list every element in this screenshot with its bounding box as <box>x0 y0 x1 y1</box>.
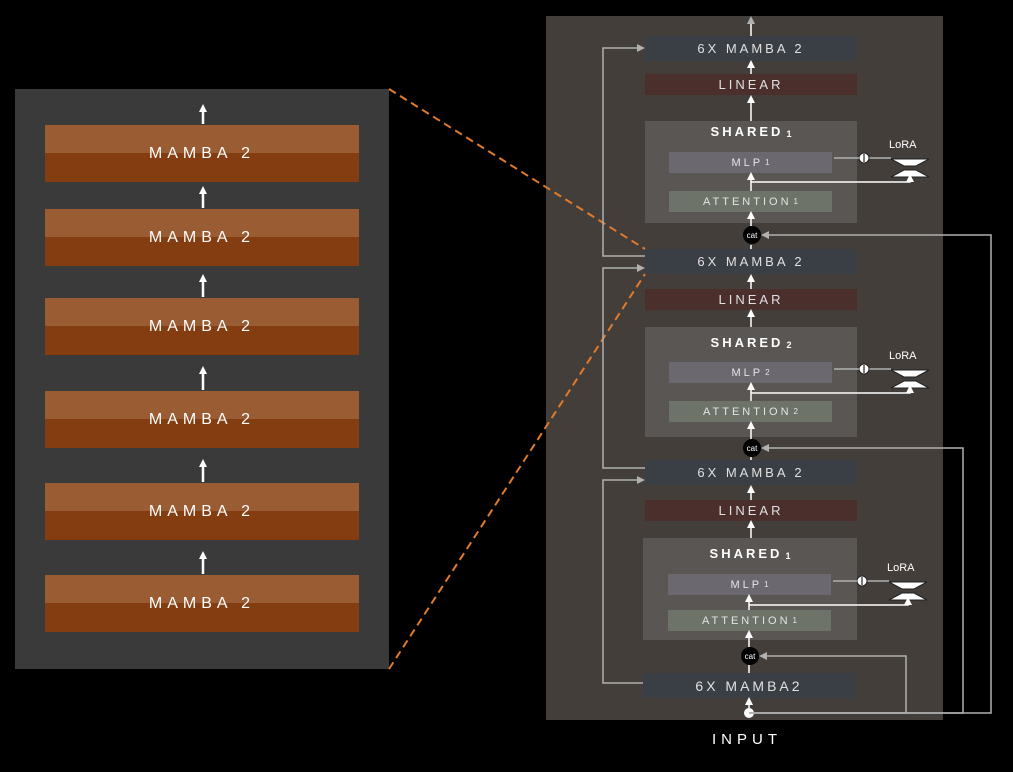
mamba2-label: MAMBA 2 <box>148 144 256 162</box>
lora-adapter-c <box>749 575 928 606</box>
zoom-line-top <box>388 88 646 250</box>
mamba2-block: MAMBA 2 <box>45 125 359 182</box>
input-label: INPUT <box>712 731 782 748</box>
lora-label: LoRA <box>887 562 915 574</box>
skip-wire <box>602 44 645 257</box>
mamba-stack-top: 6X MAMBA 2 <box>645 36 857 61</box>
mamba2-block: MAMBA 2 <box>45 209 359 266</box>
input-wire <box>749 231 992 714</box>
lora-label: LoRA <box>889 139 917 151</box>
mamba-stack-low: 6X MAMBA 2 <box>645 460 857 485</box>
input-wire <box>749 652 907 714</box>
lora-adapter-b <box>751 363 930 394</box>
mamba2-label: MAMBA 2 <box>148 594 256 612</box>
mamba2-block: MAMBA 2 <box>45 575 359 632</box>
mamba-stack-bottom: 6X MAMBA2 <box>643 673 855 698</box>
concat-node: cat <box>743 439 761 457</box>
mamba-stack-mid: 6X MAMBA 2 <box>645 249 857 274</box>
linear-block-mid: LINEAR <box>645 289 857 310</box>
linear-block-low: LINEAR <box>645 500 857 521</box>
mamba2-label: MAMBA 2 <box>148 317 256 335</box>
mamba2-block: MAMBA 2 <box>45 483 359 540</box>
zoom-line-bottom <box>388 273 646 670</box>
lora-label: LoRA <box>889 350 917 362</box>
lora-adapter-a <box>751 152 930 183</box>
skip-wire <box>602 476 645 684</box>
mamba2-block: MAMBA 2 <box>45 391 359 448</box>
concat-node: cat <box>741 647 759 665</box>
concat-node: cat <box>743 226 761 244</box>
skip-wire <box>602 264 645 469</box>
mamba2-label: MAMBA 2 <box>148 410 256 428</box>
linear-block-top: LINEAR <box>645 74 857 95</box>
mamba2-label: MAMBA 2 <box>148 502 256 520</box>
mamba2-block: MAMBA 2 <box>45 298 359 355</box>
mamba2-label: MAMBA 2 <box>148 228 256 246</box>
